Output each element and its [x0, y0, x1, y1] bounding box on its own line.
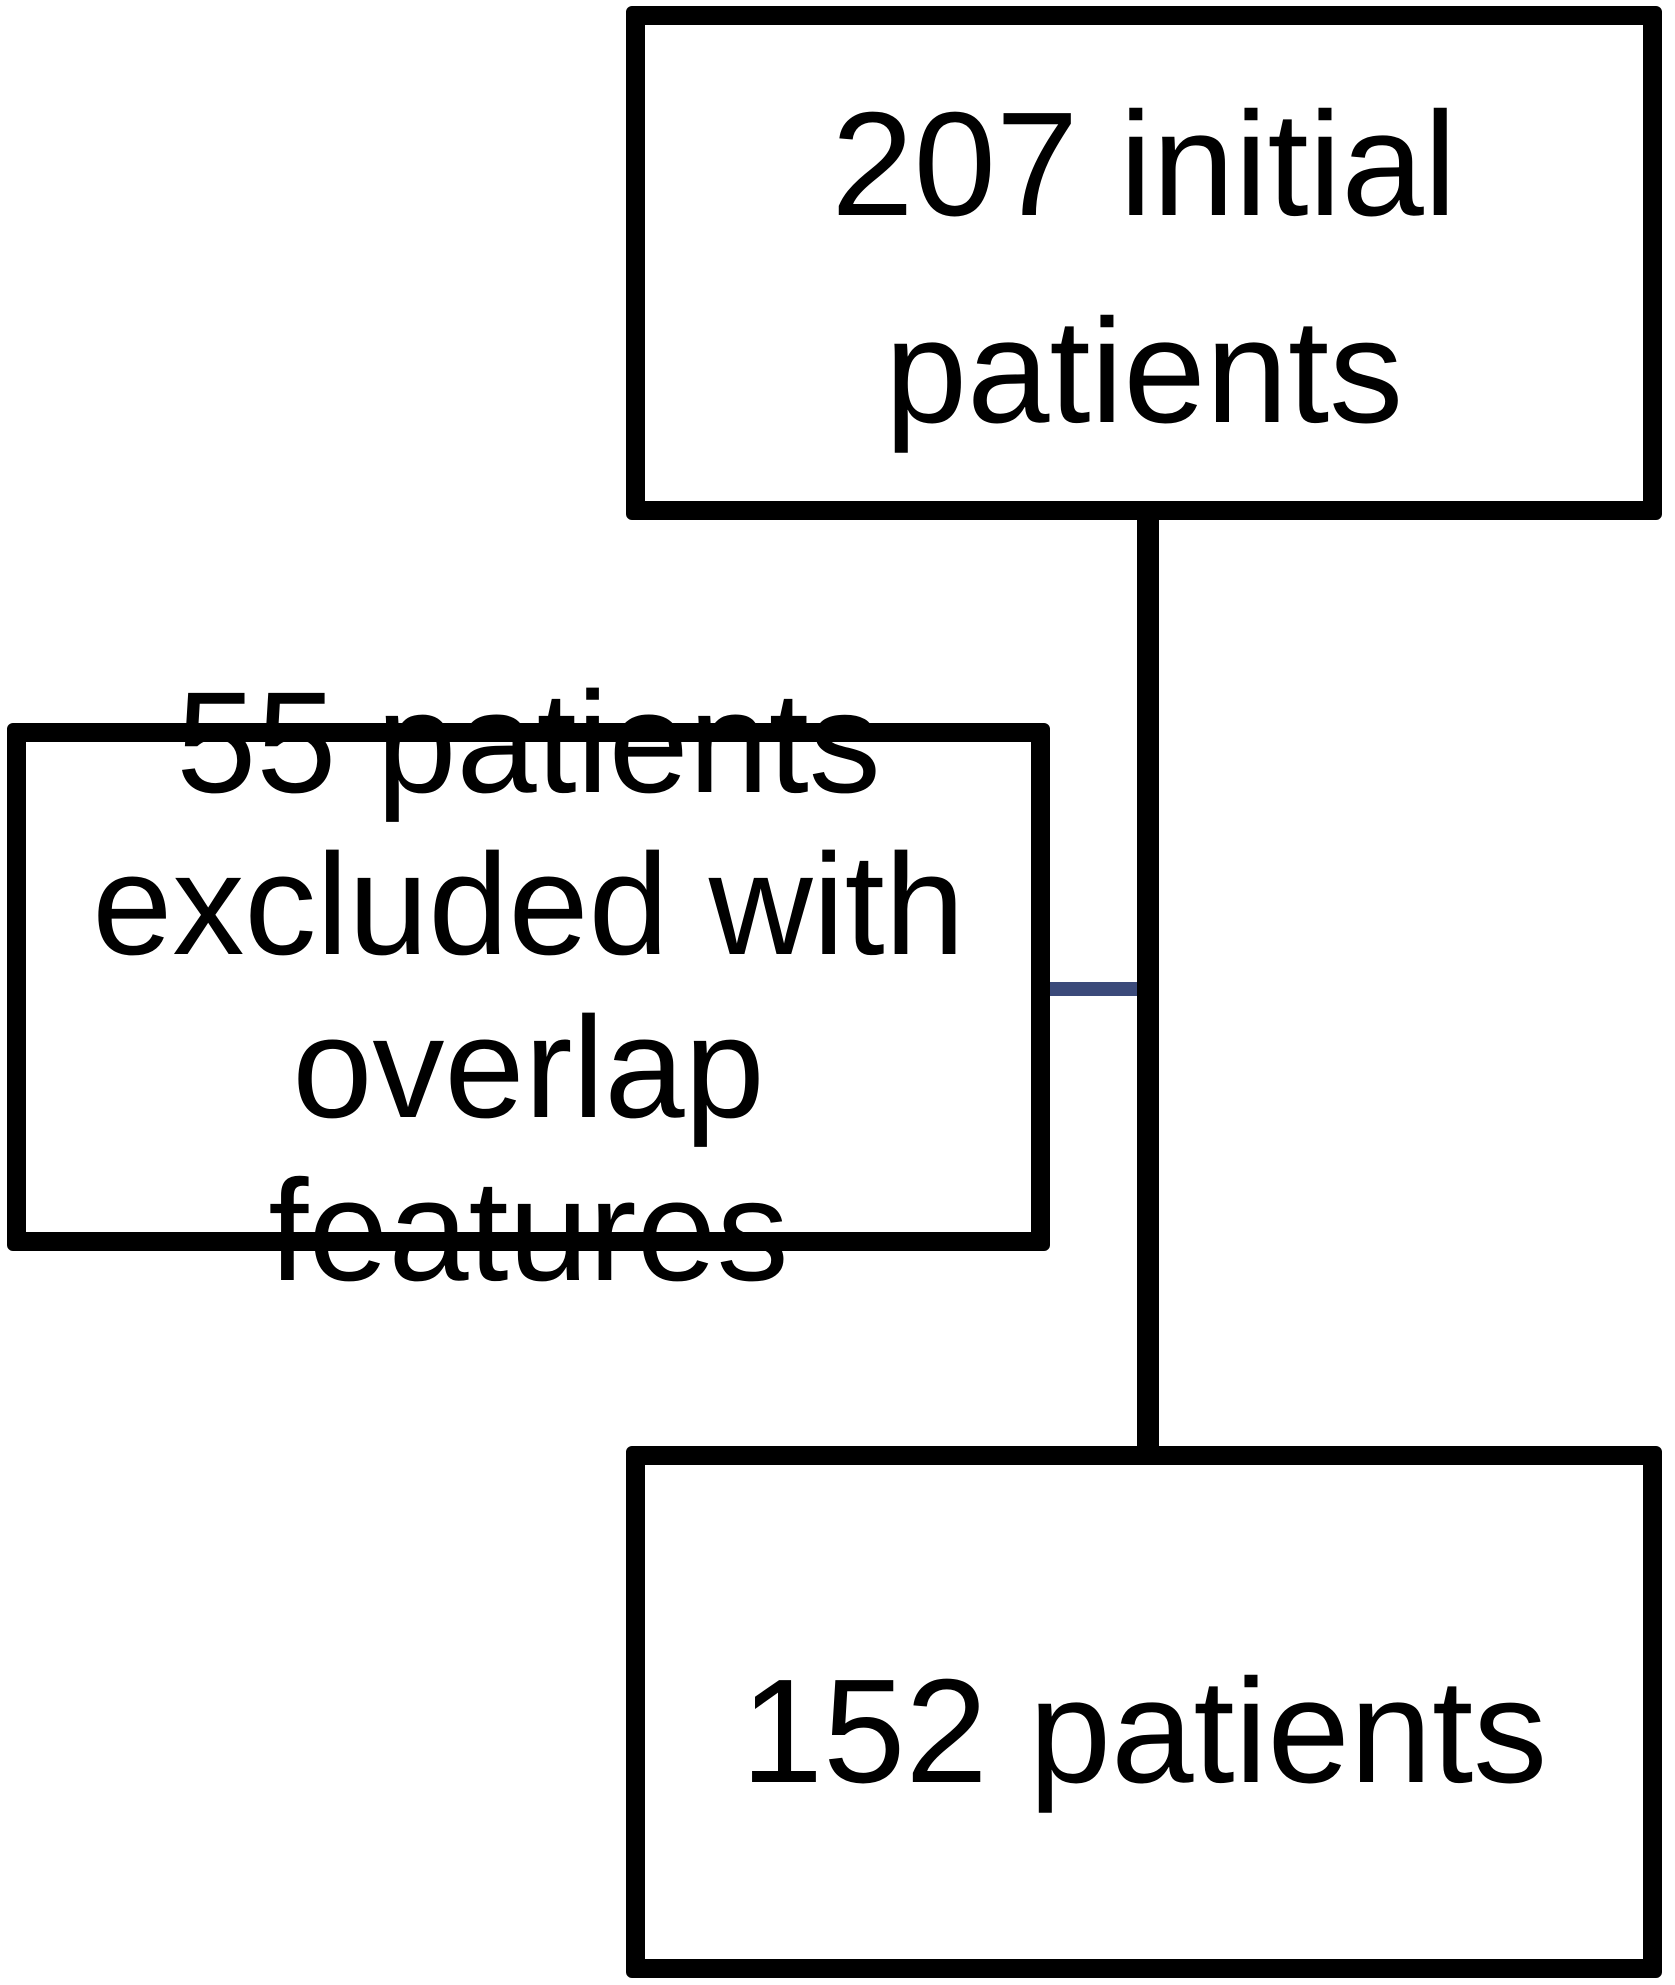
node-final-patients-label: 152 patients	[740, 1649, 1548, 1815]
node-excluded-patients: 55 patients excluded with overlap featur…	[7, 662, 1050, 1311]
node-excluded-patients-label: 55 patients excluded with overlap featur…	[92, 661, 965, 1311]
node-initial-patients-label: 207 initial patients	[831, 81, 1457, 454]
node-initial-patients: 207 initial patients	[626, 6, 1662, 520]
node-final-patients: 152 patients	[626, 1446, 1662, 1978]
